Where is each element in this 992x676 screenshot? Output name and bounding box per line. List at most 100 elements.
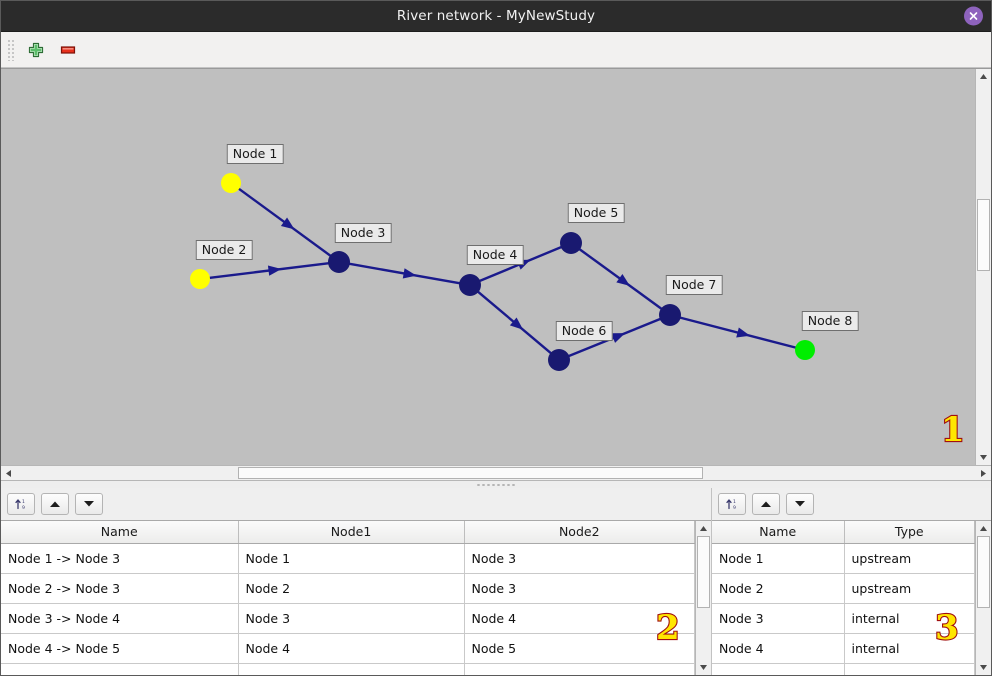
graph-vscroll-track[interactable]: [976, 84, 991, 450]
graph-node[interactable]: [560, 232, 582, 254]
remove-minus-icon[interactable]: [57, 39, 79, 61]
links-toolbar: 1 9: [1, 488, 711, 520]
nodes-scroll-up-button[interactable]: [976, 521, 991, 536]
graph-scroll-up-button[interactable]: [976, 69, 991, 84]
graph-scroll-right-button[interactable]: [976, 466, 991, 480]
graph-node-label[interactable]: Node 7: [666, 275, 723, 295]
column-header[interactable]: Node2: [464, 521, 695, 543]
network-canvas[interactable]: Node 1 Node 2 Node 3 Node 4 Node 5 Node 6 Node…: [1, 69, 975, 465]
network-graph-panel: Node 1 Node 2 Node 3 Node 4 Node 5 Node 6 Node…: [1, 68, 991, 465]
annotation-marker: 1: [941, 413, 965, 447]
graph-node-label[interactable]: Node 4: [467, 245, 524, 265]
graph-node[interactable]: [459, 274, 481, 296]
table-cell[interactable]: Node 4 -> Node 5: [1, 633, 238, 663]
move-down-icon[interactable]: [786, 493, 814, 515]
add-plus-icon[interactable]: [25, 39, 47, 61]
links-vscroll-track[interactable]: [696, 536, 711, 660]
graph-edge-arrow-icon: [268, 265, 282, 275]
table-row[interactable]: Node 1 -> Node 3Node 1Node 3: [1, 543, 695, 573]
table-cell[interactable]: Node 1: [238, 543, 464, 573]
table-cell[interactable]: Node 2 -> Node 3: [1, 573, 238, 603]
table-cell[interactable]: Node 3: [464, 573, 695, 603]
svg-text:9: 9: [22, 505, 25, 511]
table-filler-row: [1, 663, 695, 675]
graph-edge-arrow-icon: [403, 268, 417, 278]
nodes-vscroll-track[interactable]: [976, 536, 991, 660]
graph-edge-arrow-icon: [616, 274, 630, 286]
svg-text:9: 9: [733, 505, 736, 511]
graph-horizontal-scrollbar[interactable]: [1, 465, 991, 480]
svg-text:1: 1: [22, 499, 25, 505]
graph-hscroll-thumb[interactable]: [238, 467, 703, 479]
annotation-marker: 3: [935, 611, 959, 645]
graph-node[interactable]: [548, 349, 570, 371]
graph-vscroll-thumb[interactable]: [977, 199, 990, 271]
move-up-icon[interactable]: [41, 493, 69, 515]
graph-node-label[interactable]: Node 5: [568, 203, 625, 223]
nodes-table-header: NameType: [712, 521, 975, 543]
links-panel: 1 9 NameNode1Node2 Node 1 -> Node 3Node: [1, 488, 712, 675]
column-header[interactable]: Type: [844, 521, 975, 543]
links-vertical-scrollbar[interactable]: [695, 521, 711, 675]
graph-node[interactable]: [221, 173, 241, 193]
graph-node[interactable]: [190, 269, 210, 289]
move-down-icon[interactable]: [75, 493, 103, 515]
annotation-marker: 2: [656, 611, 680, 645]
graph-node-label[interactable]: Node 8: [802, 311, 859, 331]
links-scroll-down-button[interactable]: [696, 660, 711, 675]
links-table-header: NameNode1Node2: [1, 521, 695, 543]
graph-vertical-scrollbar[interactable]: [975, 69, 991, 465]
sort-icon[interactable]: 1 9: [7, 493, 35, 515]
links-table: NameNode1Node2 Node 1 -> Node 3Node 1Nod…: [1, 521, 695, 675]
graph-edge-arrow-icon: [736, 327, 750, 337]
table-cell[interactable]: Node 3 -> Node 4: [1, 603, 238, 633]
graph-node-label[interactable]: Node 2: [196, 240, 253, 260]
table-cell[interactable]: Node 2: [712, 573, 844, 603]
title-bar: River network - MyNewStudy: [1, 1, 991, 32]
nodes-vscroll-thumb[interactable]: [977, 536, 990, 608]
graph-edge-arrow-icon: [611, 333, 625, 343]
sort-icon[interactable]: 1 9: [718, 493, 746, 515]
nodes-table-area: NameType Node 1upstreamNode 2upstreamNod…: [712, 520, 991, 675]
toolbar-grip[interactable]: [7, 39, 15, 61]
svg-text:1: 1: [733, 499, 736, 505]
graph-node-label[interactable]: Node 3: [335, 223, 392, 243]
graph-scroll-left-button[interactable]: [1, 466, 16, 480]
table-cell[interactable]: Node 3: [238, 603, 464, 633]
table-cell[interactable]: Node 3: [712, 603, 844, 633]
graph-scroll-down-button[interactable]: [976, 450, 991, 465]
graph-node-label[interactable]: Node 6: [556, 321, 613, 341]
table-cell[interactable]: upstream: [844, 573, 975, 603]
nodes-vertical-scrollbar[interactable]: [975, 521, 991, 675]
nodes-scroll-down-button[interactable]: [976, 660, 991, 675]
links-scroll-up-button[interactable]: [696, 521, 711, 536]
table-row[interactable]: Node 4 -> Node 5Node 4Node 5: [1, 633, 695, 663]
close-icon[interactable]: [964, 7, 983, 26]
table-cell[interactable]: Node 3: [464, 543, 695, 573]
table-cell[interactable]: Node 2: [238, 573, 464, 603]
graph-hscroll-track[interactable]: [16, 466, 976, 480]
links-vscroll-thumb[interactable]: [697, 536, 710, 608]
move-up-icon[interactable]: [752, 493, 780, 515]
column-header[interactable]: Node1: [238, 521, 464, 543]
table-row[interactable]: Node 2upstream: [712, 573, 975, 603]
table-cell[interactable]: upstream: [844, 543, 975, 573]
splitter-grip-icon: [476, 483, 516, 487]
column-header[interactable]: Name: [1, 521, 238, 543]
graph-node[interactable]: [795, 340, 815, 360]
table-row[interactable]: Node 3 -> Node 4Node 3Node 4: [1, 603, 695, 633]
table-row[interactable]: Node 1upstream: [712, 543, 975, 573]
links-table-scroll: NameNode1Node2 Node 1 -> Node 3Node 1Nod…: [1, 521, 695, 675]
table-row[interactable]: Node 2 -> Node 3Node 2Node 3: [1, 573, 695, 603]
nodes-table-scroll: NameType Node 1upstreamNode 2upstreamNod…: [712, 521, 975, 675]
table-cell[interactable]: Node 1 -> Node 3: [1, 543, 238, 573]
table-cell[interactable]: Node 4: [238, 633, 464, 663]
table-cell[interactable]: Node 4: [712, 633, 844, 663]
graph-node-label[interactable]: Node 1: [227, 144, 284, 164]
graph-node[interactable]: [659, 304, 681, 326]
panel-splitter[interactable]: [1, 480, 991, 488]
column-header[interactable]: Name: [712, 521, 844, 543]
table-cell[interactable]: Node 1: [712, 543, 844, 573]
graph-node[interactable]: [328, 251, 350, 273]
